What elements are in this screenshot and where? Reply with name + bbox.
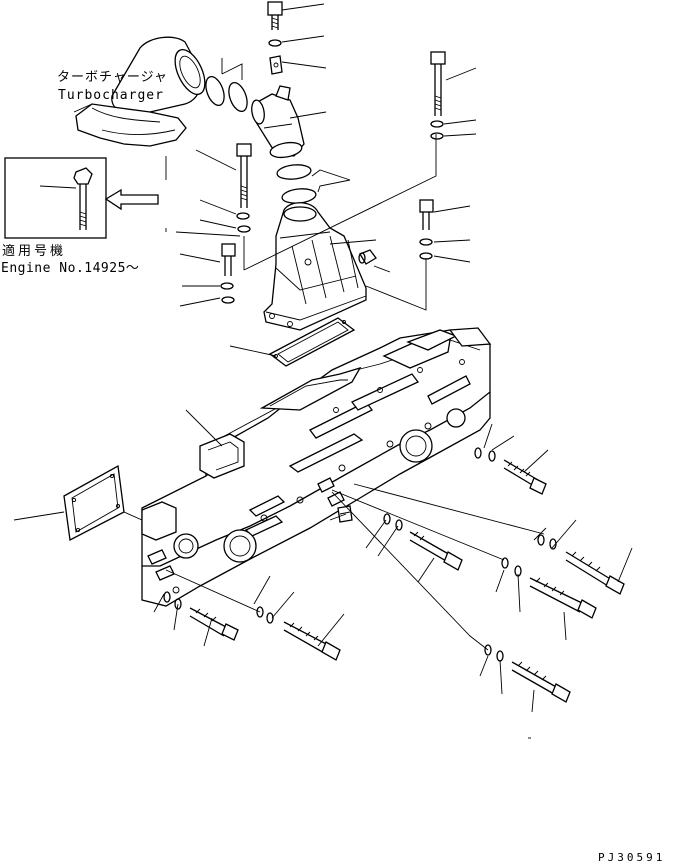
o-ring-pair [276,164,317,204]
turbocharger-label-jp: ターボチャージャ [57,70,168,85]
elbow-connector [251,85,305,159]
bolt-set-lower-right-2 [484,644,571,703]
bolt-set-right-1 [474,447,547,495]
inset-box [4,157,107,239]
short-bolt-left [220,243,236,304]
serial-applicability-label-jp: 適用号機 [2,244,67,259]
gasket-icon [268,317,356,367]
bolt-set-lower-center [256,606,341,661]
bolt-upper-right [430,51,446,140]
drawing-code: PJ30591 [598,851,666,864]
end-gasket [63,464,125,542]
bolt-set-center [383,513,463,571]
arrow-left-icon [104,188,159,211]
plug-fitting [358,249,377,265]
long-bolt-left [236,143,252,233]
turbocharger-part [73,36,206,147]
bolt-set-lower-left [163,591,239,641]
intake-manifold [141,327,492,607]
clamp-ring-pair [205,58,248,113]
bolt-set-right-2 [537,534,625,595]
intake-cover [263,202,367,331]
serial-applicability-label-en: Engine No.14925～ [1,261,140,276]
bolt-set-lower-right-1 [501,557,597,619]
bolt-mid-right [419,199,434,260]
top-bolt-assembly [267,1,283,75]
turbocharger-label-en: Turbocharger [58,88,164,103]
leader-lines [13,3,633,739]
